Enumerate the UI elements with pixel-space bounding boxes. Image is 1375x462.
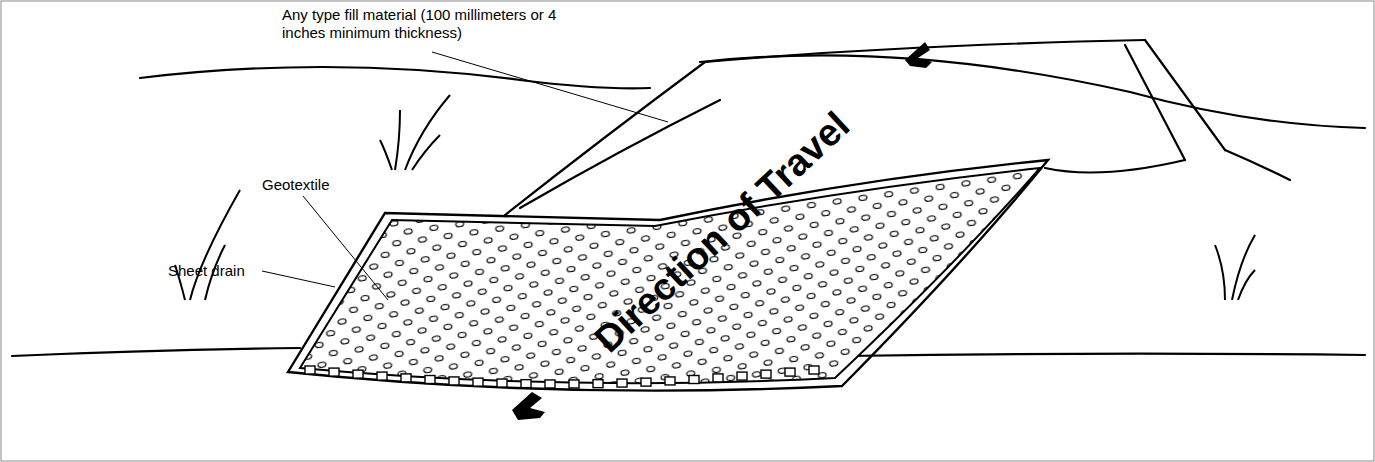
fill-material-label: Any type fill material (100 millimeters … xyxy=(282,6,602,42)
grass-tufts xyxy=(175,95,1255,300)
direction-hand xyxy=(512,42,932,420)
leader-lines xyxy=(262,52,668,300)
part-label: Geotextile xyxy=(262,176,330,194)
part-label: Sheet drain xyxy=(168,262,245,280)
drain-edge xyxy=(305,366,819,388)
